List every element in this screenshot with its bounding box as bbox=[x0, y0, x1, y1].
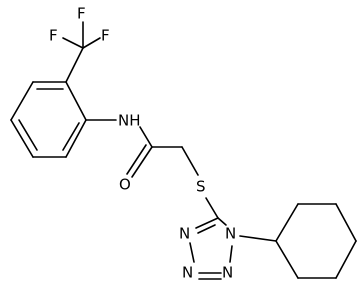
atom-f-top: F bbox=[77, 5, 86, 23]
bond-ring-a6-a1 bbox=[65, 81, 87, 121]
bond-c5-n4-double bbox=[197, 224, 216, 234]
atom-n4: N bbox=[179, 225, 190, 243]
trifluoromethyl-group: F F F bbox=[49, 5, 110, 83]
bond-n1-cyclohexyl bbox=[239, 235, 277, 242]
bond-cy-1-2 bbox=[275, 203, 299, 242]
bond-cy-6-1 bbox=[275, 240, 299, 279]
bond-n-carbonyl bbox=[139, 126, 153, 148]
bond-ring-a5-a6 bbox=[65, 119, 87, 158]
atom-nh: NH bbox=[118, 112, 141, 130]
bond-ring-double-2 bbox=[18, 119, 38, 151]
atom-o: O bbox=[119, 176, 131, 194]
bond-c5-n4 bbox=[195, 217, 219, 229]
bond-ch2-s bbox=[181, 146, 199, 176]
bond-cy-3-4 bbox=[335, 203, 357, 242]
bond-carbonyl-o-1 bbox=[131, 146, 153, 178]
bond-c-f-right bbox=[82, 37, 101, 49]
atom-f-left: F bbox=[49, 27, 58, 45]
atom-n1: N bbox=[225, 225, 236, 243]
atom-f-right: F bbox=[101, 27, 110, 45]
bond-n4-n3 bbox=[189, 242, 195, 263]
bond-ring-a3-a4 bbox=[10, 119, 34, 158]
bond-n2-n1 bbox=[229, 245, 233, 263]
bond-c-f-left bbox=[62, 37, 84, 49]
bond-ring-a2-a3 bbox=[10, 81, 34, 121]
cyclohexyl-ring bbox=[239, 203, 357, 279]
benzene-ring bbox=[10, 81, 87, 158]
bond-ring-double-3 bbox=[62, 122, 80, 151]
bond-n1-c5 bbox=[217, 217, 227, 226]
bond-s-tetrazole bbox=[205, 197, 219, 219]
atom-n2: N bbox=[222, 264, 233, 282]
tetrazole-ring: N N N N bbox=[179, 217, 236, 282]
atom-s: S bbox=[196, 178, 206, 196]
atom-n3: N bbox=[182, 264, 193, 282]
bond-cy-4-5 bbox=[335, 240, 357, 279]
amide-linkage: NH O S bbox=[85, 112, 219, 219]
bond-carbonyl-o-2 bbox=[126, 144, 147, 175]
bond-ring-cf3 bbox=[65, 47, 84, 83]
